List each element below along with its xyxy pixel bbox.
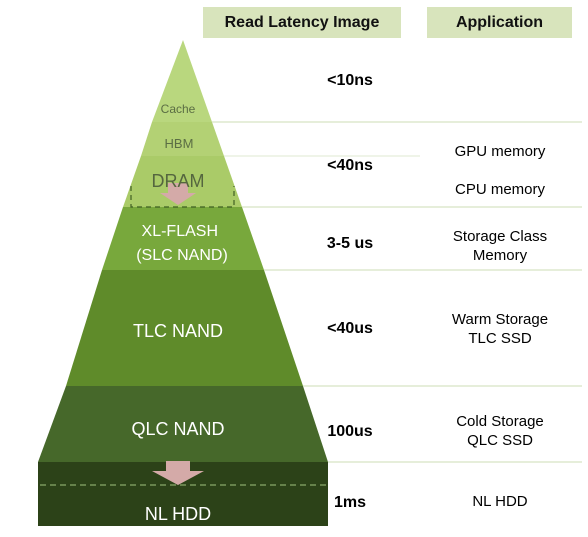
application-gpu: GPU memory xyxy=(454,142,546,160)
header-application: Application xyxy=(427,7,572,38)
down-arrow-icon xyxy=(152,461,204,485)
latency-hdd: 1ms xyxy=(333,493,367,511)
tier-label-hbm: HBM xyxy=(165,136,194,151)
tier-label-cache: Cache xyxy=(161,102,196,116)
tier-band-hdd xyxy=(38,462,328,526)
application-scm: Storage Class Memory xyxy=(452,228,548,264)
tier-band-hbm xyxy=(141,122,224,156)
tier-label-tlc: TLC NAND xyxy=(133,321,223,341)
dashed-boundary-dram xyxy=(130,186,235,208)
tier-band-dram xyxy=(123,156,242,207)
latency-qlc: 100us xyxy=(327,422,373,440)
tier-band-qlc xyxy=(38,386,328,462)
application-warm-storage: Warm Storage TLC SSD xyxy=(451,311,549,347)
application-cpu: CPU memory xyxy=(454,180,545,198)
latency-memory: <40ns xyxy=(327,156,373,174)
tier-label-hdd: NL HDD xyxy=(145,504,211,524)
down-arrow-icon xyxy=(160,183,196,205)
tier-band-tlc xyxy=(66,270,303,386)
tier-label-xlflash: XL-FLASH (SLC NAND) xyxy=(136,223,228,264)
tier-band-xlflash xyxy=(102,207,264,270)
latency-cache: <10ns xyxy=(327,71,373,89)
latency-tlc: <40us xyxy=(327,319,373,337)
tier-band-cache xyxy=(152,40,212,122)
application-nl-hdd: NL HDD xyxy=(472,492,528,510)
application-cold-storage: Cold Storage QLC SSD xyxy=(456,413,544,449)
tier-label-qlc: QLC NAND xyxy=(131,419,224,439)
latency-xlflash: 3-5 us xyxy=(326,234,374,252)
tier-label-dram: DRAM xyxy=(152,171,205,191)
header-read-latency: Read Latency Image xyxy=(203,7,401,38)
